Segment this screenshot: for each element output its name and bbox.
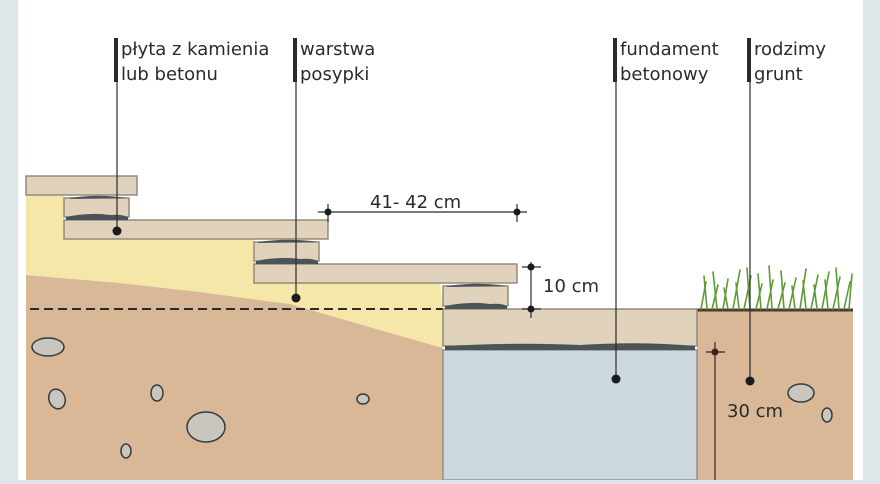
- soil-marker: [745, 376, 755, 386]
- grass-blade: [832, 276, 841, 310]
- step-height-endpoint: [527, 305, 535, 313]
- stone: [787, 383, 815, 403]
- leader-markers: [112, 226, 755, 386]
- slab-label-line-2: lub betonu: [121, 64, 218, 85]
- soil-label-bar: [747, 38, 751, 82]
- mortar-joint: [256, 257, 318, 264]
- grass-blade: [824, 279, 829, 310]
- mortar-joint: [445, 343, 695, 350]
- tread-slab-2: [253, 263, 518, 284]
- step-depth-label: 41- 42 cm: [370, 192, 461, 213]
- grass-blade: [755, 283, 763, 310]
- foundation-label-line-1: fundament: [620, 39, 719, 60]
- grass-blade: [799, 268, 807, 310]
- label-bars: [114, 38, 751, 82]
- stone: [31, 337, 65, 357]
- stone: [47, 388, 67, 410]
- grass-blade: [848, 273, 853, 310]
- grass-blade: [757, 273, 762, 310]
- slab-label-line-1: płyta z kamienia: [121, 39, 269, 60]
- foundation-label-bar: [613, 38, 617, 82]
- stone: [186, 411, 226, 443]
- stone: [821, 407, 833, 423]
- step-depth-endpoint: [513, 208, 521, 216]
- grass-blade: [768, 265, 773, 310]
- stair-slabs: [25, 175, 698, 347]
- grass-blade: [802, 280, 807, 310]
- concrete-foundation: [442, 349, 698, 481]
- grass-blade: [791, 285, 796, 310]
- step-height-label: 10 cm: [543, 276, 599, 297]
- grass-blade: [712, 271, 718, 310]
- native-soil-right: [697, 310, 853, 480]
- mortar-joint: [66, 213, 128, 220]
- foundation-label-line-2: betonowy: [620, 64, 709, 85]
- soil-label-line-2: grunt: [754, 64, 803, 85]
- grass-blade: [735, 282, 740, 310]
- mortar-joint: [70, 195, 128, 199]
- soil-label-line-1: rodzimy: [754, 39, 826, 60]
- slab-top: [25, 175, 138, 196]
- grass-blade: [813, 284, 818, 310]
- slab-marker: [112, 226, 122, 236]
- grass-blade: [703, 275, 708, 310]
- stone: [356, 393, 370, 405]
- grass-blade: [780, 270, 785, 310]
- foundation-marker: [611, 374, 621, 384]
- bedding-marker: [291, 293, 301, 303]
- mortar-joints: [66, 195, 695, 350]
- mortar-joint: [258, 239, 318, 243]
- grass-blade: [723, 287, 729, 310]
- mortar-joint: [447, 283, 507, 287]
- soil-left: [26, 275, 443, 480]
- foundation-depth-endpoint: [711, 348, 719, 356]
- bedding-label-bar: [293, 38, 297, 82]
- grass-blade: [777, 282, 786, 310]
- step-height-endpoint: [527, 263, 535, 271]
- stone: [150, 384, 164, 402]
- stones: [31, 337, 833, 459]
- mortar-joint: [445, 302, 507, 309]
- tread-slab-1: [63, 219, 329, 240]
- grass-blade: [835, 267, 840, 310]
- bedding-label-line-2: posypki: [300, 64, 369, 85]
- foundation-depth-label: 30 cm: [727, 401, 783, 422]
- step-depth-endpoint: [324, 208, 332, 216]
- grass-blade: [766, 279, 774, 310]
- landing-slab: [442, 308, 698, 347]
- grass-blade: [843, 281, 851, 310]
- stone: [120, 443, 132, 459]
- slab-label-bar: [114, 38, 118, 82]
- bedding-label-line-1: warstwa: [300, 39, 375, 60]
